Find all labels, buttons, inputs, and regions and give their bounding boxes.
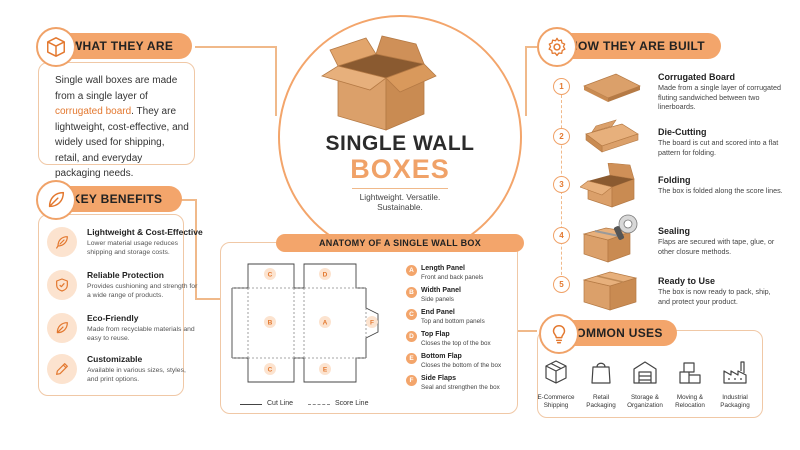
svg-text:C: C [268, 272, 273, 279]
step-title: Folding [658, 175, 691, 185]
svg-text:E: E [323, 367, 328, 374]
connector-line [195, 46, 275, 48]
what-they-are-header: WHAT THEY ARE [52, 33, 192, 59]
anatomy-header: ANATOMY OF A SINGLE WALL BOX [276, 234, 524, 252]
score-line-label: Score Line [335, 400, 369, 407]
use-item: Moving & Relocation [665, 358, 715, 409]
step-desc: The box is folded along the score lines. [658, 186, 783, 195]
pencil-icon [47, 354, 77, 384]
step-number: 3 [553, 176, 570, 193]
sealing-box-icon [582, 214, 638, 263]
what-they-are-card: Single wall boxes are made from a single… [38, 62, 195, 179]
flat-dieline-icon [585, 119, 639, 153]
step-number: 1 [553, 78, 570, 95]
use-item: Retail Packaging [576, 358, 626, 409]
moving-boxes-icon [679, 362, 701, 384]
hero-title-line1: SINGLE WALL [325, 132, 475, 155]
connector-line [195, 298, 220, 300]
step-title: Sealing [658, 226, 691, 236]
corrugated-board-highlight: corrugated board [55, 106, 132, 117]
step-desc: The box is now ready to pack, ship, and … [658, 287, 771, 306]
step-title: Ready to Use [658, 276, 716, 286]
shield-icon [47, 270, 77, 300]
step-number: 2 [553, 128, 570, 145]
gear-icon [537, 27, 577, 67]
warehouse-icon [633, 361, 657, 384]
svg-text:C: C [268, 367, 273, 374]
hero-tagline-line1: Lightweight. Versatile. [359, 192, 441, 202]
lightbulb-icon [539, 314, 579, 354]
leaf-icon [36, 180, 76, 220]
shopping-bag-icon [591, 362, 611, 384]
use-item: E-Commerce Shipping [531, 358, 581, 409]
use-item: Storage & Organization [620, 358, 670, 409]
connector-line [195, 199, 197, 299]
step-title: Corrugated Board [658, 72, 736, 82]
cut-line-sample [240, 404, 262, 405]
corrugated-board-icon [583, 73, 641, 102]
key-benefits-card: Lightweight & Cost-Effective Lower mater… [38, 214, 203, 396]
shipping-box-icon [545, 360, 567, 384]
feather-icon [47, 227, 77, 257]
connector-line [275, 46, 277, 116]
step-desc: Made from a single layer of corrugated f… [658, 83, 782, 111]
hero-title-line2: BOXES [350, 154, 450, 184]
step-desc: The board is cut and scored into a flat … [658, 138, 779, 157]
connector-line [525, 46, 527, 116]
closed-box-icon [582, 271, 638, 311]
connector-line [517, 330, 537, 332]
connector-line [525, 46, 537, 48]
cut-line-label: Cut Line [267, 400, 294, 407]
folding-box-icon [580, 163, 635, 208]
intro-text: Single wall boxes are made from a single… [55, 75, 189, 179]
step-number: 4 [553, 227, 570, 244]
leaf-icon [47, 313, 77, 343]
svg-text:F: F [370, 320, 374, 327]
hero-divider [352, 188, 448, 189]
score-line-sample [308, 404, 330, 405]
open-box-illustration [321, 35, 437, 131]
factory-icon [723, 361, 747, 384]
step-desc: Flaps are secured with tape, glue, or ot… [658, 237, 775, 256]
dieline-diagram: C D B A F C E [231, 263, 379, 383]
step-number: 5 [553, 276, 570, 293]
use-item: Industrial Packaging [710, 358, 760, 409]
how-built-header: HOW THEY ARE BUILT [553, 33, 721, 59]
hero-tagline-line2: Sustainable. [377, 202, 423, 212]
svg-text:D: D [323, 272, 328, 279]
svg-text:B: B [268, 320, 273, 327]
box-icon [36, 27, 76, 67]
step-title: Die-Cutting [658, 127, 707, 137]
svg-text:A: A [323, 320, 328, 327]
